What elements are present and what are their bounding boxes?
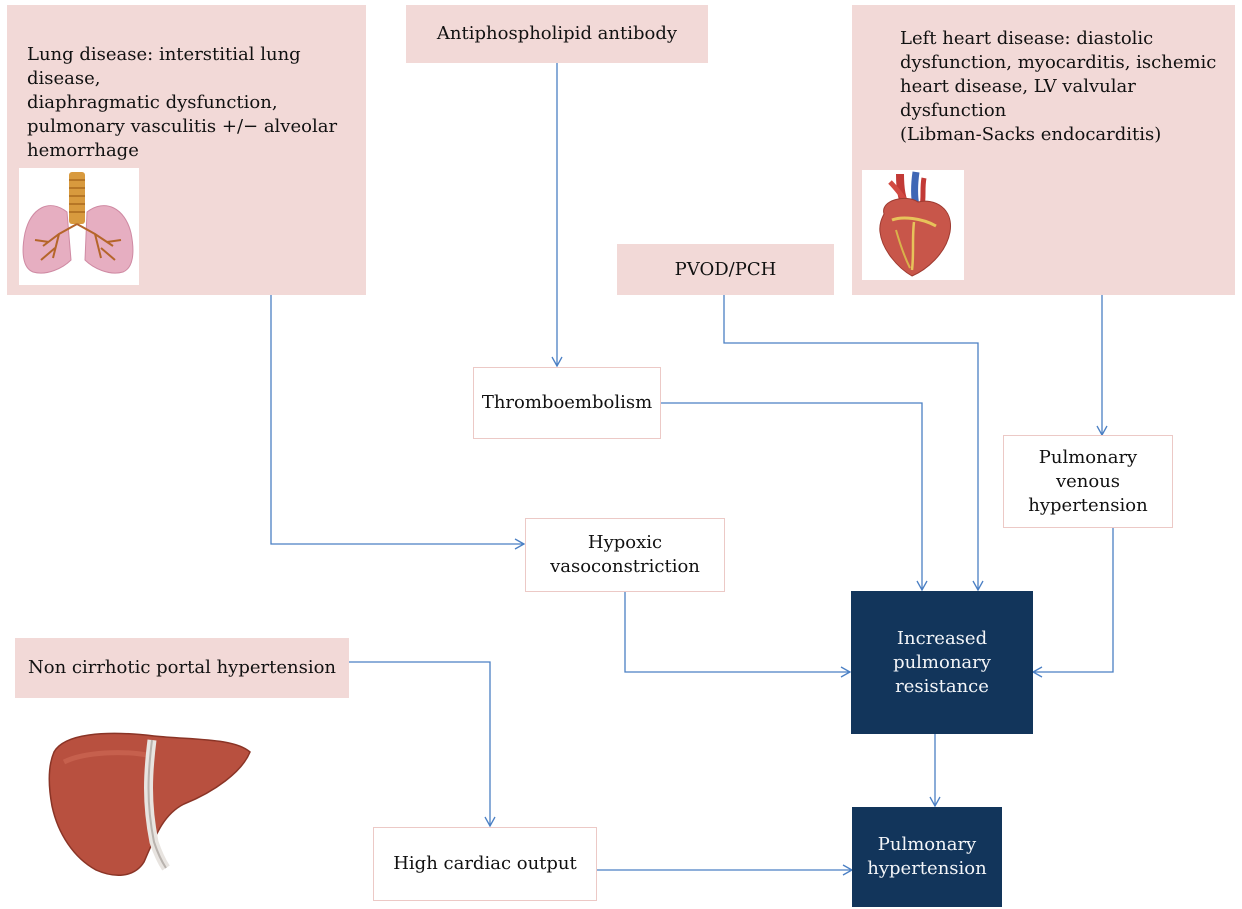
arrow-pvod-to-resistance [723, 295, 984, 592]
high-cardiac-output-text: High cardiac output [393, 853, 577, 874]
thromboembolism-box: Thromboembolism [473, 367, 661, 439]
left-heart-disease-text: Left heart disease: diastolic dysfunctio… [900, 28, 1217, 145]
increased-pulmonary-resistance-text: Increased pulmonary resistance [893, 627, 991, 697]
hypoxic-vasoconstriction-box: Hypoxic vasoconstriction [525, 518, 725, 592]
thromboembolism-text: Thromboembolism [481, 392, 653, 413]
liver-illustration-icon [48, 732, 251, 876]
lung-disease-text: Lung disease: interstitial lung disease,… [27, 44, 338, 161]
lung-disease-box: Lung disease: interstitial lung disease,… [7, 5, 366, 295]
pulmonary-hypertension-box: Pulmonary hypertension [852, 807, 1002, 907]
pulmonary-venous-hypertension-box: Pulmonary venous hypertension [1003, 435, 1173, 528]
pulmonary-venous-hypertension-text: Pulmonary venous hypertension [1028, 446, 1148, 516]
antiphospholipid-text: Antiphospholipid antibody [436, 23, 678, 44]
portal-hypertension-text: Non cirrhotic portal hypertension [27, 657, 337, 678]
heart-illustration-icon [862, 170, 964, 280]
increased-pulmonary-resistance-box: Increased pulmonary resistance [851, 591, 1033, 734]
pvod-pch-text: PVOD/PCH [674, 258, 777, 280]
portal-hypertension-box: Non cirrhotic portal hypertension [15, 638, 349, 698]
arrow-venous-to-resistance [1031, 528, 1114, 678]
arrow-thrombo-to-resistance [661, 402, 928, 592]
high-cardiac-output-box: High cardiac output [373, 827, 597, 901]
arrow-hypoxic-to-resistance [624, 592, 852, 678]
pvod-pch-box: PVOD/PCH [617, 244, 834, 295]
lungs-illustration-icon [19, 168, 139, 285]
arrow-lung-to-hypoxic [270, 295, 526, 550]
pulmonary-hypertension-text: Pulmonary hypertension [867, 834, 987, 879]
hypoxic-vasoconstriction-text: Hypoxic vasoconstriction [550, 532, 700, 577]
arrow-portal-to-cardiac-output [349, 661, 496, 828]
antiphospholipid-box: Antiphospholipid antibody [406, 5, 708, 63]
